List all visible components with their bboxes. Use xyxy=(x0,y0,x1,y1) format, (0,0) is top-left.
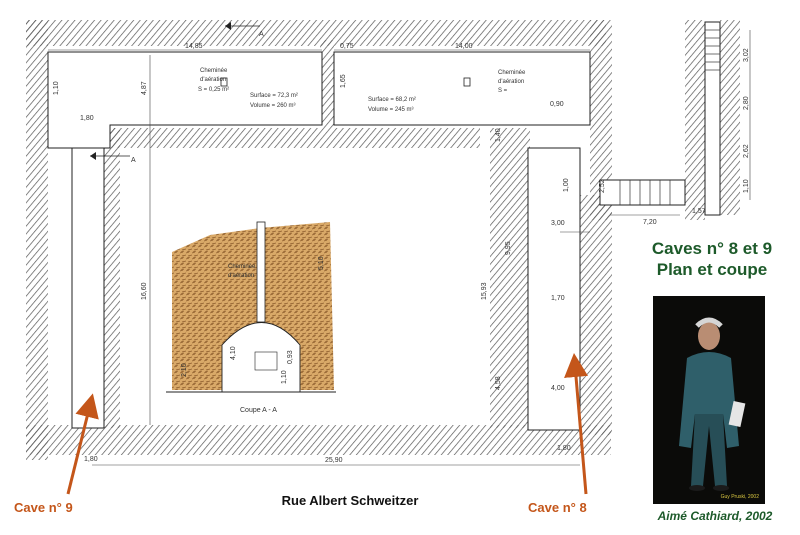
dim-corridor-length: 16,60 xyxy=(141,282,148,300)
dim-section-h2: 4,10 xyxy=(230,346,237,360)
cave-8-arrow xyxy=(564,353,588,495)
right-vent-label: Cheminée xyxy=(498,70,526,76)
dim-bottom-room: 4,00 xyxy=(551,385,565,392)
dim-right-lower: 4,58 xyxy=(495,376,502,390)
title-line-1: Caves n° 8 et 9 xyxy=(651,239,773,258)
wall-outline xyxy=(26,20,740,460)
dim-mid-gap: 1,65 xyxy=(340,74,347,88)
photo-credit: Guy Pruski, 2002 xyxy=(720,494,759,500)
right-volume: Volume = 245 m³ xyxy=(368,107,414,113)
dim-section-h5: 1,10 xyxy=(281,370,288,384)
dim-top-mid: 0,75 xyxy=(340,43,354,50)
stairs xyxy=(619,29,720,205)
dim-center-height: 15,93 xyxy=(481,282,488,300)
portrait-figure xyxy=(679,317,746,491)
dim-left-small: 1,10 xyxy=(53,81,60,95)
floor-plan xyxy=(47,21,721,431)
title-line-2: Plan et coupe xyxy=(656,260,768,279)
dim-bottom-total: 25,90 xyxy=(325,457,343,464)
left-vent-label: Cheminée xyxy=(200,68,228,74)
street-name: Rue Albert Schweitzer xyxy=(281,493,419,508)
dim-door-width: 1,70 xyxy=(551,295,565,302)
dim-stair-d: 1,10 xyxy=(743,179,750,193)
photo-caption: Aimé Cathiard, 2002 xyxy=(657,509,773,523)
right-vent-size: S = xyxy=(498,88,508,94)
section-vent-label: Cheminée xyxy=(228,264,256,270)
dim-stair-b: 2,80 xyxy=(743,96,750,110)
dim-right-opening: 0,90 xyxy=(550,101,564,108)
dimension-labels: 14,85 0,75 14,00 4,87 1,10 1,65 0,90 1,4… xyxy=(53,43,750,464)
section-vent-label-2: d'aération xyxy=(228,273,254,279)
dim-bottom-left: 1,80 xyxy=(84,456,98,463)
diagram-title: Caves n° 8 et 9 Plan et coupe xyxy=(624,238,800,280)
section-marker-left: A xyxy=(131,157,136,164)
dim-right-small: 1,40 xyxy=(495,128,502,142)
section-markers: A A xyxy=(90,22,264,164)
room-annotations: Cheminée d'aération S = 0,25 m² Surface … xyxy=(198,68,526,113)
dim-top-right: 14,00 xyxy=(455,43,473,50)
cave-8-label: Cave n° 8 xyxy=(528,500,587,515)
dim-box-width: 1,00 xyxy=(563,178,570,192)
right-surface: Surface = 68,2 m² xyxy=(368,97,416,103)
portrait-photo: Guy Pruski, 2002 xyxy=(653,296,765,504)
cave-9-arrow xyxy=(66,393,99,495)
dim-stair-c: 2,62 xyxy=(743,144,750,158)
dim-step-run: 7,20 xyxy=(643,219,657,226)
dim-left-height: 4,87 xyxy=(141,81,148,95)
right-vent-icon xyxy=(463,77,471,87)
cave-9-label: Cave n° 9 xyxy=(14,500,73,515)
dim-section-h1: 5,10 xyxy=(318,256,325,270)
dim-top-left: 14,85 xyxy=(185,43,203,50)
left-vent-size: S = 0,25 m² xyxy=(198,87,229,93)
dim-corridor-width: 1,80 xyxy=(80,115,94,122)
dim-stair-a: 3,02 xyxy=(743,48,750,62)
dim-right-length: 9,95 xyxy=(505,241,512,255)
dim-bottom-right: 1,80 xyxy=(557,445,571,452)
dim-box-height: 2,52 xyxy=(599,179,606,193)
left-vent-icon xyxy=(220,77,228,87)
left-volume: Volume = 260 m³ xyxy=(250,103,296,109)
section-marker-top: A xyxy=(259,31,264,38)
dim-section-h3: 2,10 xyxy=(181,363,188,377)
dim-section-h4: 0,93 xyxy=(287,350,294,364)
cross-section: Cheminée d'aération 5,10 4,10 2,10 0,93 … xyxy=(166,221,336,414)
right-vent-label-2: d'aération xyxy=(498,79,524,85)
section-label: Coupe A - A xyxy=(240,407,277,414)
left-surface: Surface = 72,3 m² xyxy=(250,93,298,99)
dim-room-width: 3,00 xyxy=(551,220,565,227)
dim-step-width: 1,57 xyxy=(692,208,706,215)
left-vent-label-2: d'aération xyxy=(200,77,226,83)
